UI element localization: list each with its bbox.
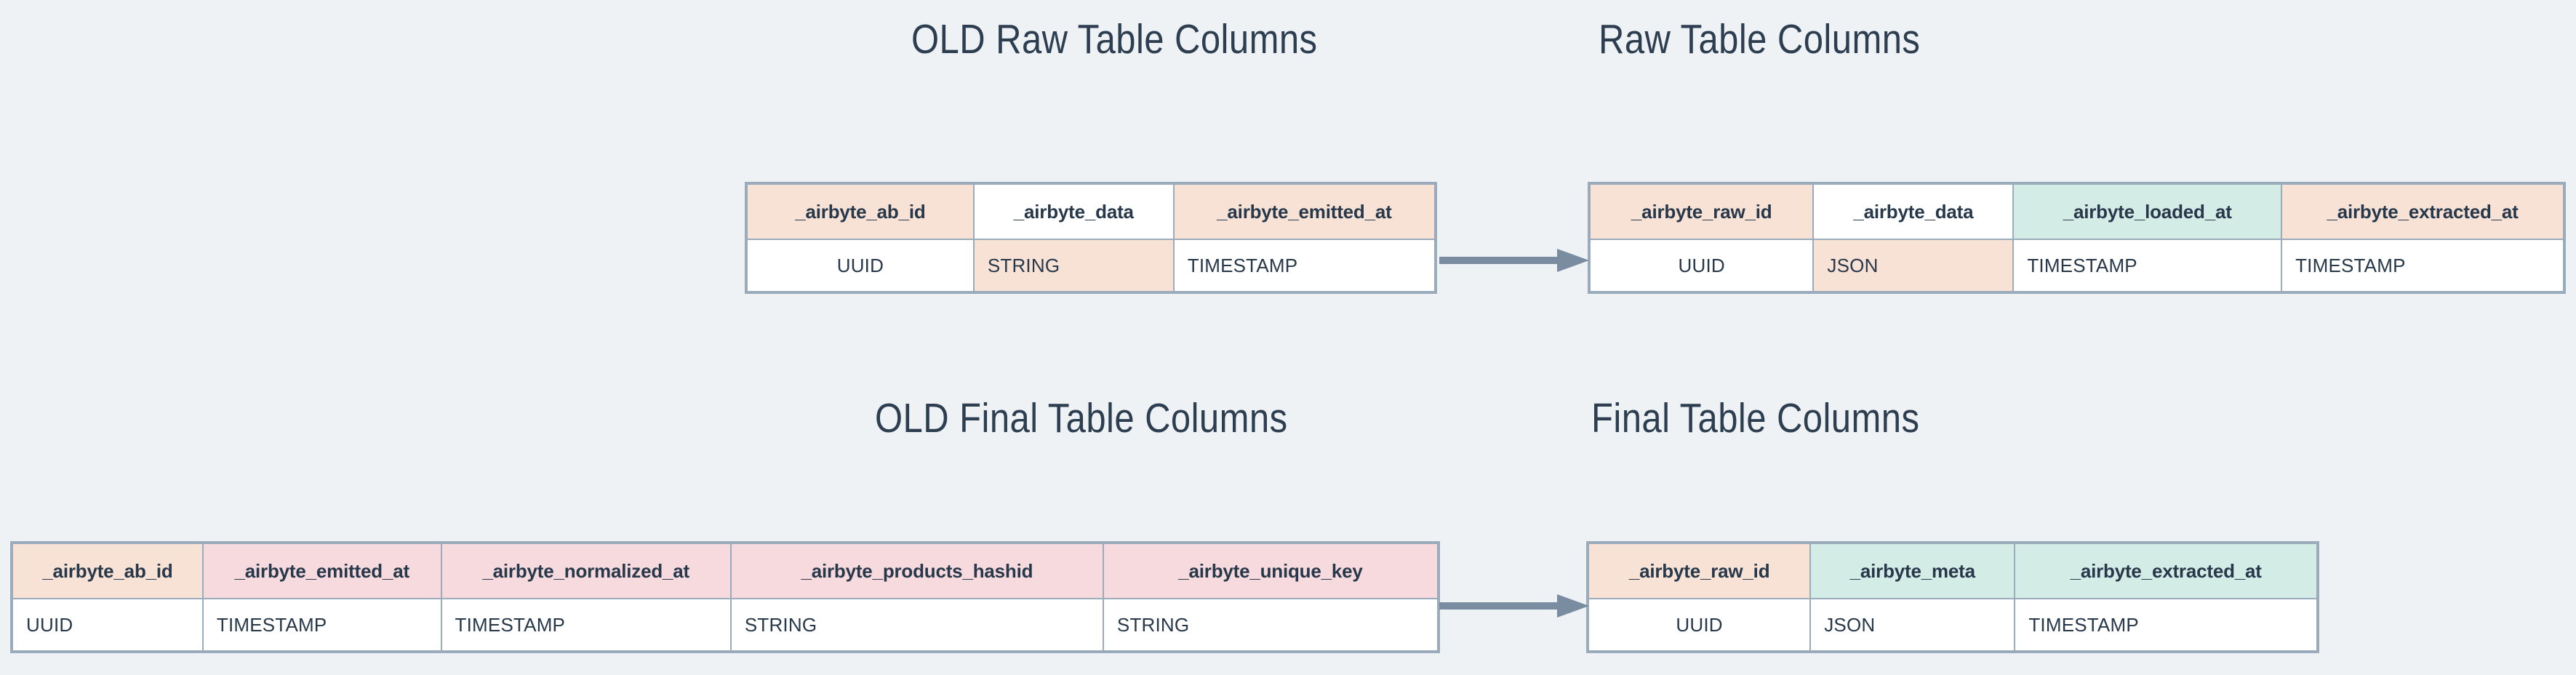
column-type-cell: TIMESTAMP — [2014, 598, 2319, 652]
table-header-row: _airbyte_ab_id _airbyte_data _airbyte_em… — [745, 183, 1437, 240]
column-header-cell: _airbyte_raw_id — [1588, 183, 1815, 240]
table-type-row: UUID JSON TIMESTAMP — [1586, 598, 2319, 652]
column-header-cell: _airbyte_meta — [1809, 542, 2016, 599]
raw-table: _airbyte_raw_id _airbyte_data _airbyte_l… — [1588, 182, 2566, 294]
title-old-final-table-columns: OLD Final Table Columns — [875, 395, 1288, 442]
column-type-cell: STRING — [972, 239, 1175, 293]
column-header-cell: _airbyte_extracted_at — [2281, 183, 2565, 240]
column-header-cell: _airbyte_emitted_at — [1172, 183, 1437, 240]
column-header-cell: _airbyte_data — [972, 183, 1175, 240]
table-type-row: UUID TIMESTAMP TIMESTAMP STRING STRING — [11, 598, 1440, 652]
column-type-cell: UUID — [745, 239, 975, 293]
table-type-row: UUID JSON TIMESTAMP TIMESTAMP — [1588, 239, 2565, 293]
column-type-cell: STRING — [729, 598, 1104, 652]
old-raw-table: _airbyte_ab_id _airbyte_data _airbyte_em… — [745, 182, 1437, 294]
column-header-cell: _airbyte_raw_id — [1586, 542, 1812, 599]
column-header-cell: _airbyte_extracted_at — [2014, 542, 2319, 599]
column-header-cell: _airbyte_ab_id — [745, 183, 975, 240]
column-type-cell: TIMESTAMP — [201, 598, 442, 652]
column-type-cell: TIMESTAMP — [2012, 239, 2283, 293]
column-header-cell: _airbyte_normalized_at — [440, 542, 732, 599]
column-type-cell: STRING — [1102, 598, 1440, 652]
column-type-cell: UUID — [1586, 598, 1812, 652]
final-table: _airbyte_raw_id _airbyte_meta _airbyte_e… — [1586, 541, 2319, 653]
column-type-cell: UUID — [1588, 239, 1815, 293]
column-type-cell: TIMESTAMP — [440, 598, 732, 652]
raw-migration-arrow-icon — [1439, 246, 1589, 275]
old-final-table: _airbyte_ab_id _airbyte_emitted_at _airb… — [10, 541, 1440, 653]
column-type-cell: UUID — [11, 598, 204, 652]
column-type-cell: JSON — [1812, 239, 2015, 293]
column-type-cell: TIMESTAMP — [1172, 239, 1437, 293]
table-header-row: _airbyte_raw_id _airbyte_meta _airbyte_e… — [1586, 542, 2319, 599]
column-header-cell: _airbyte_products_hashid — [729, 542, 1104, 599]
title-old-raw-table-columns: OLD Raw Table Columns — [911, 16, 1318, 63]
column-header-cell: _airbyte_emitted_at — [201, 542, 442, 599]
table-type-row: UUID STRING TIMESTAMP — [745, 239, 1437, 293]
column-header-cell: _airbyte_loaded_at — [2012, 183, 2283, 240]
final-migration-arrow-icon — [1439, 591, 1589, 620]
column-type-cell: JSON — [1809, 598, 2016, 652]
title-raw-table-columns: Raw Table Columns — [1599, 16, 1921, 63]
table-header-row: _airbyte_raw_id _airbyte_data _airbyte_l… — [1588, 183, 2565, 240]
column-header-cell: _airbyte_data — [1812, 183, 2015, 240]
column-type-cell: TIMESTAMP — [2281, 239, 2565, 293]
table-header-row: _airbyte_ab_id _airbyte_emitted_at _airb… — [11, 542, 1440, 599]
column-header-cell: _airbyte_unique_key — [1102, 542, 1440, 599]
column-header-cell: _airbyte_ab_id — [11, 542, 204, 599]
title-final-table-columns: Final Table Columns — [1591, 395, 1920, 442]
